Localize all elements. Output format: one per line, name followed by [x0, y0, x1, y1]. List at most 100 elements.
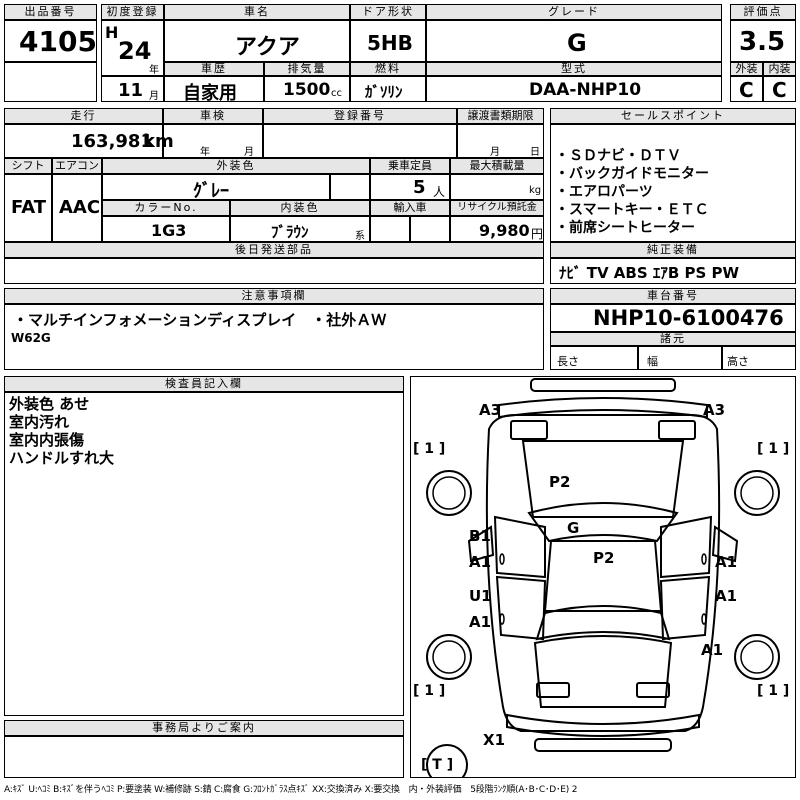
inspector-note: 室内汚れ: [9, 413, 70, 431]
history: 自家用: [183, 83, 237, 104]
aircon: AAC: [59, 197, 101, 218]
damage-mark: A1: [715, 587, 738, 605]
lot-number: 4105: [19, 25, 97, 58]
int-color: ﾌﾞﾗｳﾝ: [271, 223, 309, 241]
mileage-box: 163,981 km: [4, 124, 174, 158]
recycle-value: 9,980: [479, 221, 530, 240]
roof-shape: [543, 540, 663, 612]
car-diagram: [426, 378, 780, 777]
transfer-deadline-box: 月 日: [457, 124, 544, 158]
specs-label: 諸元: [550, 332, 796, 346]
color-no-box: 1G3: [102, 216, 230, 242]
notes-line2: W62G: [11, 331, 51, 345]
max-load-label: 最大積載量: [450, 158, 544, 174]
model-code: DAA-NHP10: [529, 80, 642, 100]
front-lip-shape: [498, 397, 708, 419]
inspection-year-unit: 年: [200, 147, 210, 158]
color-no: 1G3: [151, 221, 187, 240]
score-box: 3.5: [730, 20, 796, 62]
headlight-right-shape: [658, 420, 696, 440]
int-color-unit: 系: [355, 231, 365, 242]
spec-length-box: 長さ: [550, 346, 638, 370]
sales-point: ・バックガイドモニター: [555, 166, 709, 182]
inspector-note: 外装色 あせ: [9, 395, 90, 413]
damage-mark: A1: [469, 613, 492, 631]
inspector-notes-box: 外装色 あせ 室内汚れ 室内内張傷 ハンドルすれ大: [4, 392, 404, 716]
damage-mark: B1: [469, 527, 491, 545]
history-box: 自家用: [164, 76, 264, 104]
damage-mark: G: [567, 519, 580, 537]
shift: FAT: [11, 197, 47, 218]
spec-height-box: 高さ: [722, 346, 796, 370]
fuel-box: ｶﾞｿﾘﾝ: [350, 76, 426, 102]
registration-box: [263, 124, 457, 158]
mileage-unit: km: [143, 131, 174, 152]
inspection-box: 年 月: [163, 124, 263, 158]
first-reg-month-box: 11 月: [101, 76, 164, 102]
rear-bumper-lower-shape: [534, 738, 672, 752]
ext-color-label: 外装色: [102, 158, 370, 174]
inspection-label: 車検: [163, 108, 263, 124]
load-unit: kg: [529, 185, 542, 196]
year-unit: 年: [149, 65, 159, 76]
damage-mark: P2: [549, 473, 571, 491]
model-code-box: DAA-NHP10: [426, 76, 722, 102]
max-load-box: kg: [450, 174, 544, 200]
history-label: 車歴: [164, 62, 264, 76]
score-label: 評価点: [730, 4, 796, 20]
car-diagram-frame: A3 A3 [ 1 ] [ 1 ] [ 1 ] [ 1 ] [ T ] P2 G…: [410, 376, 796, 778]
grade-box: G: [426, 20, 722, 62]
sales-point: ・ＳＤナビ・ＤＴＶ: [555, 148, 681, 164]
damage-mark: A1: [469, 553, 492, 571]
lot-number-label: 出品番号: [4, 4, 97, 20]
era: H: [105, 23, 119, 42]
sales-point: ・エアロパーツ: [555, 184, 653, 200]
interior-label: 内装: [763, 62, 796, 76]
front-door-right-shape: [660, 515, 713, 579]
fuel-label: 燃料: [350, 62, 426, 76]
damage-mark: U1: [469, 587, 492, 605]
import-box-b: [410, 216, 450, 242]
front-door-left-shape: [493, 515, 546, 579]
rear-door-left-shape: [495, 575, 547, 641]
rear-bumper-shape: [506, 713, 700, 737]
headlight-left-shape: [510, 420, 548, 440]
displacement-label: 排気量: [264, 62, 350, 76]
damage-mark: A1: [715, 553, 738, 571]
mirror-left-shape: [467, 525, 495, 563]
sales-points-list: ・ＳＤナビ・ＤＴＶ ・バックガイドモニター ・エアロパーツ ・スマートキー・ＥＴ…: [550, 124, 796, 242]
car-name-label: 車名: [164, 4, 350, 20]
exterior-score-box: C: [730, 76, 763, 102]
spare-tire-mark: [ T ]: [421, 757, 454, 773]
sales-point: ・前席シートヒーター: [555, 220, 695, 236]
taillight-right-shape: [636, 682, 670, 698]
transfer-deadline-label: 譲渡書類期限: [457, 108, 544, 124]
rear-door-right-shape: [659, 575, 711, 641]
interior-score: C: [772, 78, 787, 102]
capacity: 5: [413, 177, 426, 198]
displacement: 1500: [283, 80, 331, 100]
car-name-box: アクア: [164, 20, 350, 62]
office-notes-box: [4, 736, 404, 778]
recycle-unit: 円: [531, 227, 544, 241]
damage-mark: X1: [483, 731, 506, 749]
office-notes-label: 事務局よりご案内: [4, 720, 404, 736]
int-color-box: ﾌﾞﾗｳﾝ 系: [230, 216, 370, 242]
hood-shape: [521, 440, 685, 518]
exterior-score: C: [739, 78, 754, 102]
recycle-box: 9,980 円: [450, 216, 544, 242]
chassis-no: NHP10-6100476: [593, 306, 784, 330]
tire-mark: [ 1 ]: [757, 441, 790, 457]
damage-mark: A3: [703, 401, 726, 419]
notes-label: 注意事項欄: [4, 288, 544, 304]
deadline-day-unit: 日: [530, 147, 540, 158]
door-label: ドア形状: [350, 4, 426, 20]
int-color-label: 内装色: [230, 200, 370, 216]
inspection-month-unit: 月: [244, 147, 254, 158]
ext-color-box: ｸﾞﾚｰ: [102, 174, 330, 202]
taillight-left-shape: [536, 682, 570, 698]
displacement-box: 1500 cc: [264, 76, 350, 102]
import-label: 輸入車: [370, 200, 450, 216]
first-reg-box: H 24 年: [101, 20, 164, 76]
spec-length: 長さ: [557, 355, 579, 368]
